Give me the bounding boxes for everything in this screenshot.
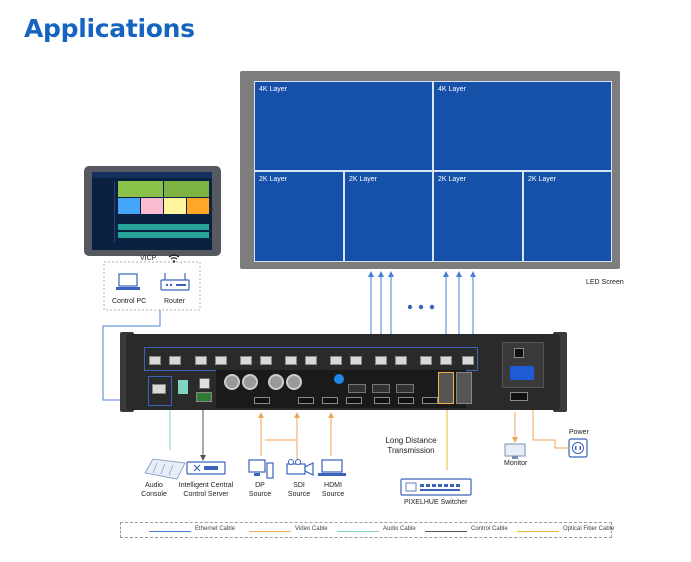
server-icon <box>186 461 226 475</box>
layer-cell: 4K Layer <box>254 81 433 171</box>
wifi-icon <box>168 254 180 263</box>
legend-control: Control Cable <box>471 526 508 532</box>
processor-device <box>126 334 560 410</box>
power-inlet <box>510 366 534 380</box>
layer-label: 2K Layer <box>528 176 557 183</box>
control-server-label: Intelligent Central Control Server <box>178 482 234 498</box>
control-port <box>196 392 212 402</box>
dp-source-label: DP Source <box>248 482 272 498</box>
ellipsis-dot <box>418 304 424 310</box>
vicp-screen <box>92 172 212 250</box>
power-switch <box>514 348 524 358</box>
router-icon <box>160 273 190 291</box>
fiber-port <box>438 372 454 404</box>
vicp-label: VICP <box>140 255 157 262</box>
hdmi-source-label: HDMI Source <box>321 482 345 498</box>
layer-cell: 2K Layer <box>254 171 344 262</box>
layer-label: 2K Layer <box>259 176 288 183</box>
mixer-icon <box>144 458 186 480</box>
legend-video: Video Cable <box>295 526 328 532</box>
led-screen: 4K Layer 4K Layer 2K Layer 2K Layer 2K L… <box>254 81 612 262</box>
layer-cell: 4K Layer <box>433 81 612 171</box>
video-lines <box>258 412 334 460</box>
sdi-source-label: SDI Source <box>287 482 311 498</box>
ellipsis-dot <box>407 304 413 310</box>
legend-audio: Audio Cable <box>383 526 416 532</box>
transmission-label: Long Distance Transmission <box>385 436 437 455</box>
control-pc-label: Control PC <box>112 298 147 305</box>
layer-label: 2K Layer <box>349 176 378 183</box>
router-ethernet-line <box>102 310 161 401</box>
vicp-box <box>103 261 201 311</box>
power-line <box>532 380 568 449</box>
page-title: Applications <box>24 14 195 43</box>
layer-cell: 2K Layer <box>523 171 612 262</box>
legend-ethernet: Ethernet Cable <box>195 526 236 532</box>
power-label: Power <box>569 429 589 436</box>
layer-label: 4K Layer <box>438 86 467 93</box>
ethernet-port-box <box>148 376 172 406</box>
camera-icon <box>286 459 314 476</box>
pc-icon <box>248 459 274 479</box>
power-outlet-icon <box>568 438 588 458</box>
laptop-icon <box>318 459 346 476</box>
switcher-icon <box>400 478 472 496</box>
led-screen-label: LED Screen <box>586 279 624 286</box>
usb-port <box>178 380 188 394</box>
legend: Ethernet Cable Video Cable Audio Cable C… <box>120 522 615 538</box>
tablet-home-button <box>209 207 213 211</box>
legend-fiber: Optical Fiber Cable <box>563 526 615 532</box>
layer-label: 2K Layer <box>438 176 467 183</box>
button-port <box>199 378 210 389</box>
monitor-label: Monitor <box>504 460 528 467</box>
layer-label: 4K Layer <box>259 86 288 93</box>
monitor-icon <box>504 443 526 459</box>
router-label: Router <box>164 298 186 305</box>
switcher-label: PIXELHUE Switcher <box>404 499 468 506</box>
audio-console-label: Audio Console <box>141 482 167 498</box>
layer-cell: 2K Layer <box>344 171 433 262</box>
fiber-port <box>456 372 472 404</box>
laptop-icon <box>116 273 140 290</box>
ellipsis-dot <box>429 304 435 310</box>
layer-cell: 2K Layer <box>433 171 523 262</box>
